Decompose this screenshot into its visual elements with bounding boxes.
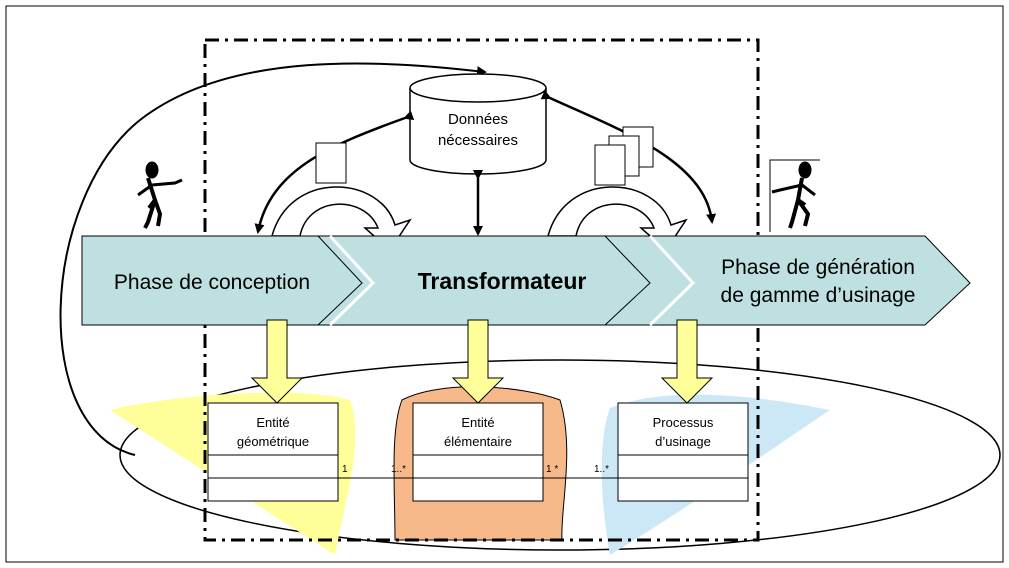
multiplicity-1: 1 [342,464,348,475]
curved-arrow-right [547,186,688,252]
class-entite-elementaire [412,402,544,502]
database-label-line1: Données [448,111,508,128]
stick-figure-right-icon [769,159,820,232]
feedback-loop-arrow [59,62,487,456]
class-label-line1: Processus [653,415,714,430]
bottom-ellipse [119,359,1001,551]
database-cylinder [409,73,547,175]
db-to-generation-arrow [540,90,717,224]
stick-figure-left-icon [137,161,183,229]
class-label-line1: Entité [461,415,494,430]
yellow-arrow-left [250,319,304,404]
multiplicity-3: 1 * [546,464,558,475]
class-entite-geometrique [207,402,339,502]
phase-generation-line1: Phase de génération [721,256,915,279]
yellow-arrow-right [660,319,714,404]
class-label-line2: d’usinage [655,434,711,449]
multiplicity-4: 1..* [594,464,609,475]
class-label-line1: Entité [256,415,289,430]
class-label-line2: élémentaire [444,434,512,449]
phase-generation-line2: de gamme d’usinage [721,284,916,307]
phase-conception-label: Phase de conception [114,271,310,294]
database-label-line2: nécessaires [438,132,518,149]
yellow-arrow-center [451,319,505,404]
chevron-generation [603,235,971,326]
document-icon [315,142,347,184]
db-to-conception-arrow [254,110,415,234]
transformateur-label: Transformateur [418,268,587,294]
multiplicity-2: 1..* [391,464,406,475]
curved-arrow-left [271,186,412,252]
class-processus-usinage [617,402,749,502]
outer-frame [5,5,1004,563]
documents-stack-icon [594,126,654,186]
class-label-line2: géométrique [237,434,309,449]
